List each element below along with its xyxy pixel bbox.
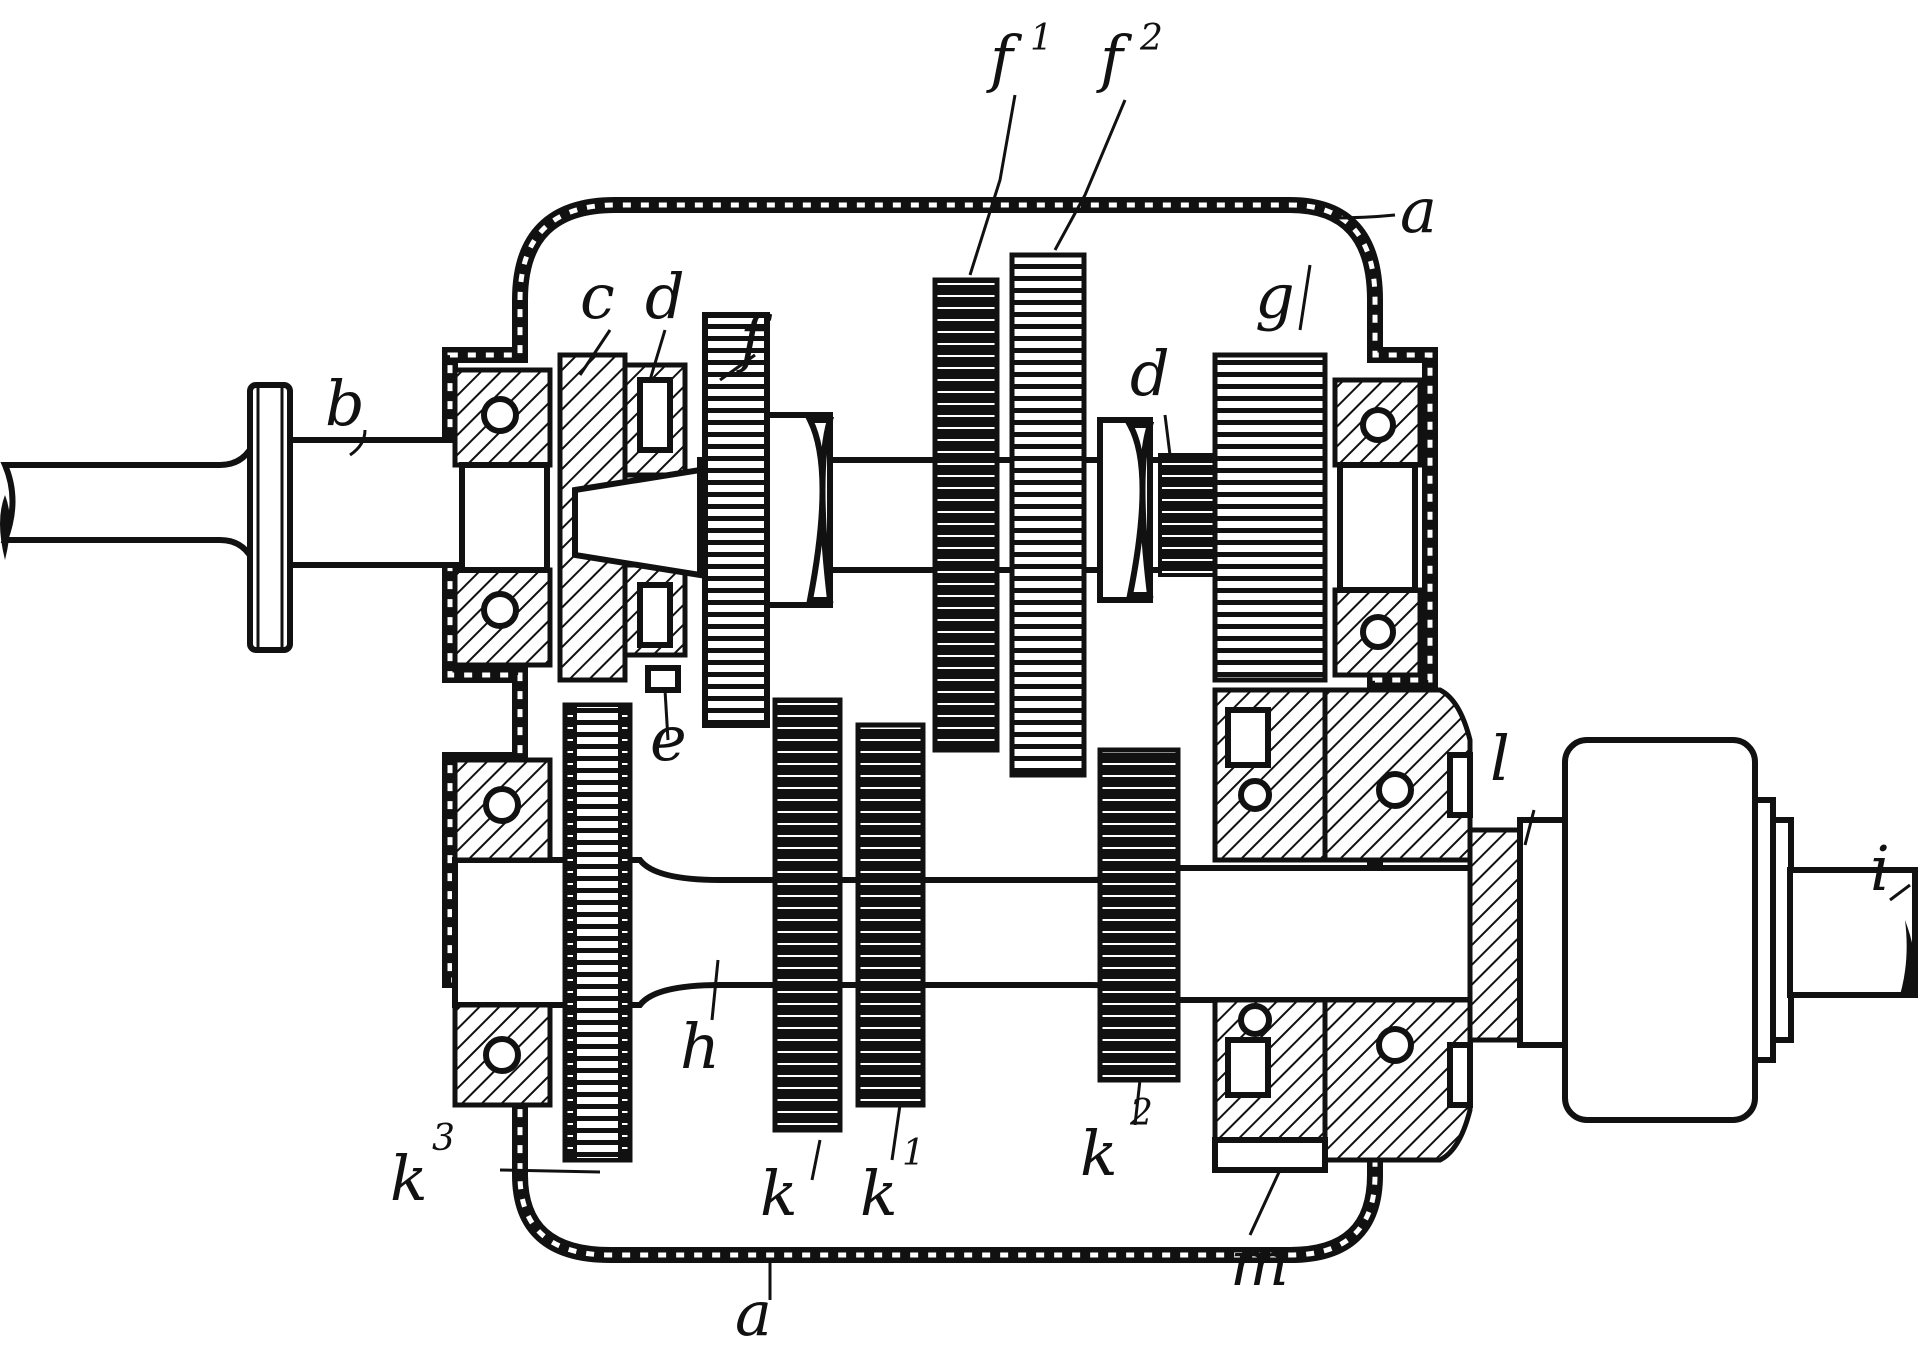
input-shaft (0, 382, 543, 653)
clutch-assembly (557, 352, 703, 693)
label-k2: k (1080, 1117, 1118, 1190)
label-e: e (650, 702, 687, 775)
gear-k2 (1097, 747, 1181, 1083)
gear-f2 (1009, 252, 1087, 778)
leader-lines (349, 94, 1911, 1300)
label-k1: k (860, 1157, 898, 1230)
label-d-left: d (645, 260, 685, 333)
label-f2: f (1096, 22, 1133, 95)
label-k3: k (390, 1142, 428, 1215)
label-b: b (325, 367, 365, 440)
label-h: h (680, 1010, 720, 1083)
part-labels: a g b c d d f f 1 f 2 e l i h k 3 k k 1 … (325, 18, 1890, 1350)
output-coupling (1517, 737, 1918, 1123)
label-f1: f (986, 22, 1023, 95)
label-k3-superscript: 3 (432, 1118, 455, 1159)
label-f2-superscript: 2 (1139, 18, 1163, 59)
bearing-upper-right (1332, 377, 1423, 678)
label-i: i (1870, 832, 1890, 905)
output-bearing-assembly (1212, 687, 1533, 1173)
gear-k (772, 697, 843, 1133)
label-k2-superscript: 2 (1129, 1093, 1153, 1134)
label-a-top: a (1400, 174, 1437, 247)
label-a-bottom: a (735, 1277, 772, 1350)
label-l: l (1490, 722, 1510, 795)
label-m: m (1230, 1227, 1289, 1300)
label-g: g (1255, 260, 1295, 333)
label-k1-superscript: 1 (902, 1133, 925, 1174)
bearing-upper-left (452, 367, 553, 668)
gear-f1 (932, 277, 1000, 753)
gear-f (702, 312, 770, 728)
label-d-right: d (1130, 337, 1170, 410)
label-k: k (760, 1157, 798, 1230)
label-c: c (580, 260, 615, 333)
gear-k1 (855, 722, 926, 1108)
gear-g (1212, 352, 1328, 683)
label-f1-superscript: 1 (1030, 18, 1053, 59)
